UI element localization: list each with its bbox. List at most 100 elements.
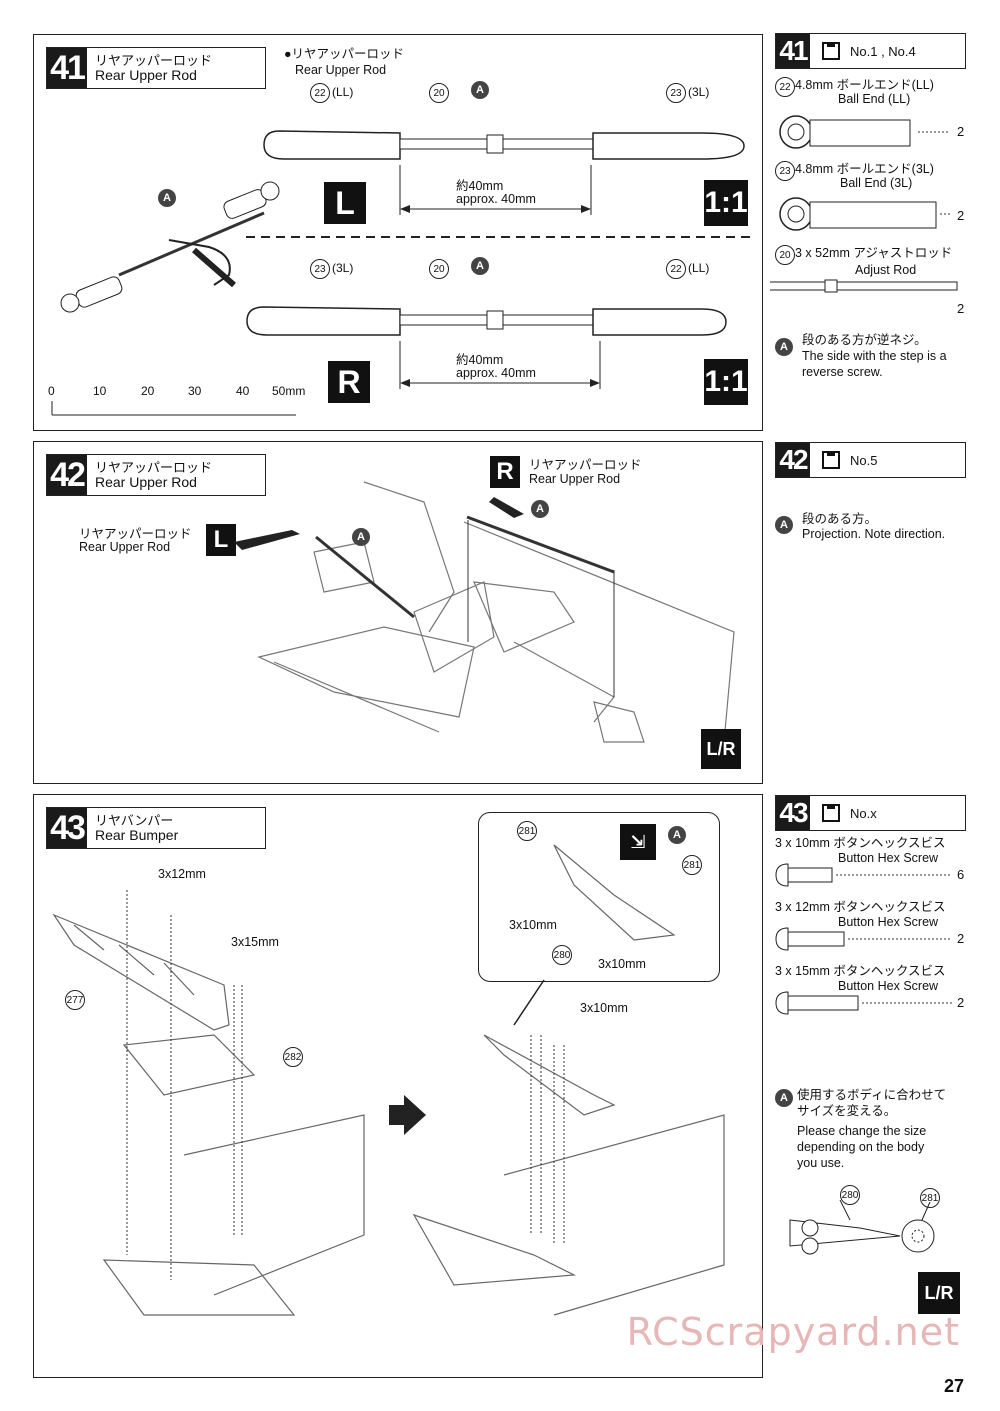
part-num-22: 22	[310, 83, 330, 103]
bag-header-41: 41 No.1 , No.4	[775, 33, 966, 69]
rod-length-en: approx. 40mm	[456, 192, 536, 206]
part-num-20: 20	[429, 259, 449, 279]
bag-header-42: 42 No.5	[775, 442, 966, 478]
watermark: RCScrapyard.net	[626, 1310, 960, 1354]
ruler-label: 30	[188, 384, 202, 398]
parts-bag-icon	[822, 804, 840, 822]
note-en: The side with the step is a	[802, 349, 947, 363]
parts-illustrations	[770, 115, 958, 293]
screw-size-label: 3x10mm	[580, 1001, 628, 1015]
marker-a-icon: A	[531, 500, 549, 518]
scale-badge: 1:1	[704, 180, 748, 226]
lr-badge: L/R	[701, 729, 741, 769]
part-label: (LL)	[688, 261, 710, 275]
marker-a-icon: A	[668, 826, 686, 844]
step-title-jp: リヤアッパーロッド	[95, 53, 213, 68]
part-num-281: 281	[682, 855, 702, 875]
part-name-en: Ball End (3L)	[840, 176, 913, 190]
page-number: 27	[943, 1376, 964, 1396]
marker-a-icon: A	[471, 81, 489, 99]
part-num-282: 282	[283, 1047, 303, 1067]
part-name-en: Button Hex Screw	[838, 979, 939, 993]
part-qty: 2	[957, 208, 965, 223]
parts-bag-icon	[822, 42, 840, 60]
left-badge: L	[206, 524, 236, 556]
step-number: 41	[776, 34, 810, 68]
part-qty: 2	[957, 931, 965, 946]
part-num-281: 281	[517, 821, 537, 841]
bag-label: No.x	[850, 805, 877, 821]
step43-header: 43 リヤバンパー Rear Bumper	[46, 807, 266, 849]
part-num-23: 23	[775, 161, 795, 181]
part-num-20: 20	[429, 83, 449, 103]
parts-bag-icon	[822, 451, 840, 469]
marker-a-icon: A	[775, 516, 793, 534]
step42-panel: 42 リヤアッパーロッド Rear Upper Rod リヤアッパーロッド Re…	[33, 441, 763, 784]
screw-size-label: 3x10mm	[598, 957, 646, 971]
bag-label: No.5	[850, 452, 878, 468]
marker-a-icon: A	[775, 1089, 793, 1107]
marker-a-icon: A	[775, 338, 793, 356]
part-qty: 6	[957, 867, 965, 882]
step43-panel: 43 リヤバンパー Rear Bumper 3x12mm 3x15mm 277 …	[33, 794, 763, 1378]
part-qty: 2	[957, 301, 965, 316]
note-en: you use.	[797, 1156, 845, 1170]
part-num-277: 277	[65, 990, 85, 1010]
rod-length-en: approx. 40mm	[456, 366, 536, 380]
step41-header: 41 リヤアッパーロッド Rear Upper Rod	[46, 47, 266, 89]
part-label: (LL)	[332, 85, 354, 99]
left-rod-label-en: Rear Upper Rod	[79, 540, 171, 554]
note-jp: サイズを変える。	[797, 1104, 897, 1118]
note-en: Projection. Note direction.	[802, 527, 946, 541]
part-name-jp: 4.8mm ボールエンド(LL)	[795, 78, 934, 92]
part-label: (3L)	[688, 85, 710, 99]
ruler-label: 10	[93, 384, 107, 398]
ruler-label: 40	[236, 384, 250, 398]
step-number: 42	[47, 455, 87, 495]
marker-a-icon: A	[158, 189, 176, 207]
part-num-280: 280	[552, 945, 572, 965]
part-name-jp: 4.8mm ボールエンド(3L)	[795, 162, 934, 176]
part-name-en: Ball End (LL)	[838, 92, 911, 106]
step42-header: 42 リヤアッパーロッド Rear Upper Rod	[46, 454, 266, 496]
ruler-label: 0	[48, 384, 55, 398]
ruler-label: 50mm	[272, 384, 306, 398]
part-num-20: 20	[775, 245, 795, 265]
ruler-label: 20	[141, 384, 155, 398]
screw-illustrations	[775, 863, 952, 1015]
step-number: 42	[776, 443, 810, 477]
direction-arrows-icon: ⇲	[620, 824, 656, 860]
step-number: 43	[776, 796, 810, 830]
rod-length-jp: 約40mm	[456, 353, 504, 367]
marker-a-icon: A	[352, 528, 370, 546]
right-rod-label-jp: リヤアッパーロッド	[529, 458, 642, 472]
part-num-281: 281	[920, 1188, 940, 1208]
step-number: 43	[47, 808, 87, 848]
rod-diagrams	[51, 130, 752, 416]
step-number: 41	[47, 48, 87, 88]
lr-badge: L/R	[918, 1272, 960, 1314]
step41-panel: 41 リヤアッパーロッド Rear Upper Rod ●リヤアッパーロッド R…	[33, 34, 763, 431]
right-rod-badge: R	[328, 361, 370, 403]
screw-size-label: 3x12mm	[158, 867, 206, 881]
step-title-jp: リヤアッパーロッド	[95, 460, 213, 475]
part-name-en: Button Hex Screw	[838, 915, 939, 929]
left-rod-label-jp: リヤアッパーロッド	[79, 527, 192, 541]
marker-a-icon: A	[471, 257, 489, 275]
rod-callout-en: Rear Upper Rod	[295, 63, 387, 77]
part-name-jp: 3 x 12mm ボタンヘックスビス	[775, 900, 946, 914]
right-badge: R	[490, 456, 520, 488]
scale-badge: 1:1	[704, 359, 748, 405]
note-jp: 段のある方が逆ネジ。	[802, 333, 927, 347]
screw-size-label: 3x15mm	[231, 935, 279, 949]
step-title-en: Rear Bumper	[95, 827, 179, 843]
rod-callout-jp: ●リヤアッパーロッド	[284, 47, 405, 61]
note-en: Please change the size	[797, 1124, 927, 1138]
part-name-jp: 3 x 52mm アジャストロッド	[795, 246, 953, 260]
part-qty: 2	[957, 995, 965, 1010]
part-name-en: Adjust Rod	[855, 263, 917, 277]
note-jp: 使用するボディに合わせて	[797, 1088, 947, 1102]
chassis-drawing	[234, 481, 735, 743]
part-num-22: 22	[775, 77, 795, 97]
left-rod-badge: L	[324, 182, 366, 224]
